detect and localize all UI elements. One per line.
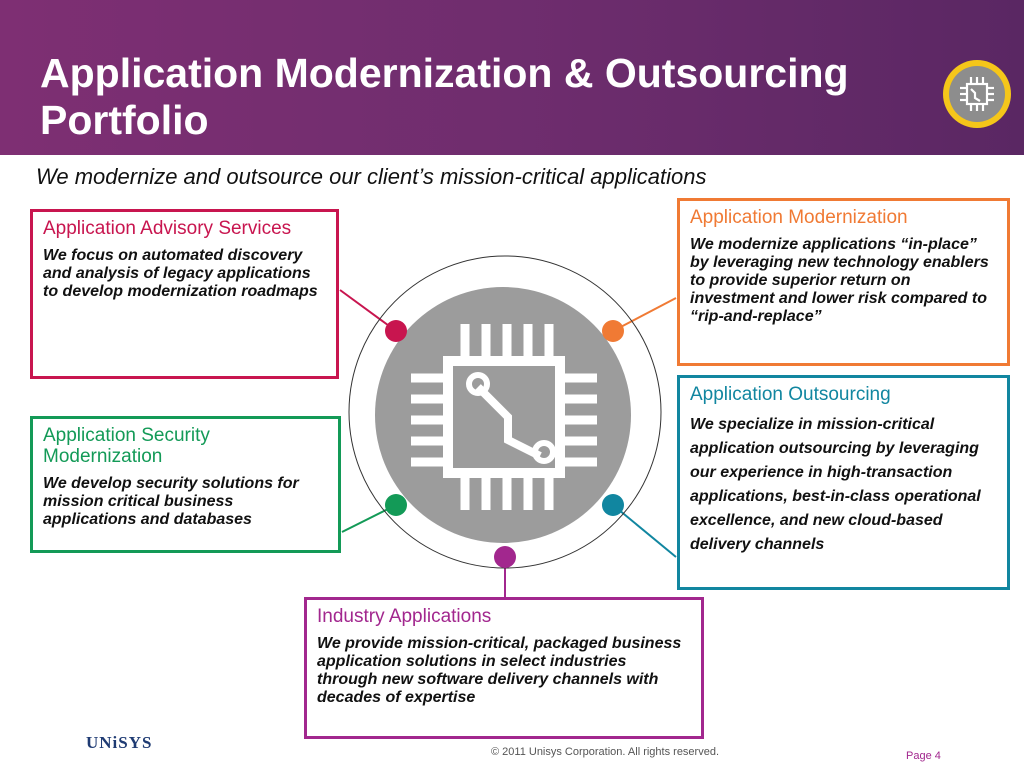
card-title: Application Security Modernization: [43, 425, 210, 467]
dot-security: [385, 494, 407, 516]
badge: [943, 60, 1011, 128]
chip-icon: [949, 66, 1005, 122]
page-number: Page 4: [906, 750, 941, 762]
card-application-security: Application Security Modernization We de…: [30, 416, 341, 553]
card-title: Industry Applications: [317, 606, 492, 627]
card-application-advisory: Application Advisory Services We focus o…: [30, 209, 339, 379]
card-body: We provide mission-critical, packaged bu…: [317, 635, 682, 706]
page-subtitle: We modernize and outsource our client’s …: [36, 164, 707, 189]
page-title: Application Modernization & Outsourcing …: [40, 50, 849, 143]
connector-advisory: [339, 289, 397, 332]
center-chip-icon: [411, 324, 597, 510]
dot-advisory: [385, 320, 407, 342]
card-body: We focus on automated discovery and anal…: [43, 247, 318, 300]
card-title: Application Outsourcing: [690, 384, 891, 405]
connector-outsourcing: [612, 504, 677, 558]
card-title: Application Advisory Services: [43, 218, 292, 239]
header-banner: Application Modernization & Outsourcing …: [0, 0, 1024, 155]
copyright-text: © 2011 Unisys Corporation. All rights re…: [491, 746, 720, 758]
card-body: We specialize in mission-critical applic…: [690, 416, 981, 553]
card-application-outsourcing: Application Outsourcing We specialize in…: [677, 375, 1010, 590]
connector-modernization: [612, 297, 677, 332]
card-body: We develop security solutions for missio…: [43, 475, 299, 528]
card-application-modernization: Application Modernization We modernize a…: [677, 198, 1010, 366]
dot-modernization: [602, 320, 624, 342]
card-industry-applications: Industry Applications We provide mission…: [304, 597, 704, 739]
card-title: Application Modernization: [690, 207, 908, 228]
card-body: We modernize applications “in-place” by …: [690, 236, 989, 325]
unisys-logo: UNiSYS: [86, 733, 153, 752]
dot-industry: [494, 546, 516, 568]
dot-outsourcing: [602, 494, 624, 516]
